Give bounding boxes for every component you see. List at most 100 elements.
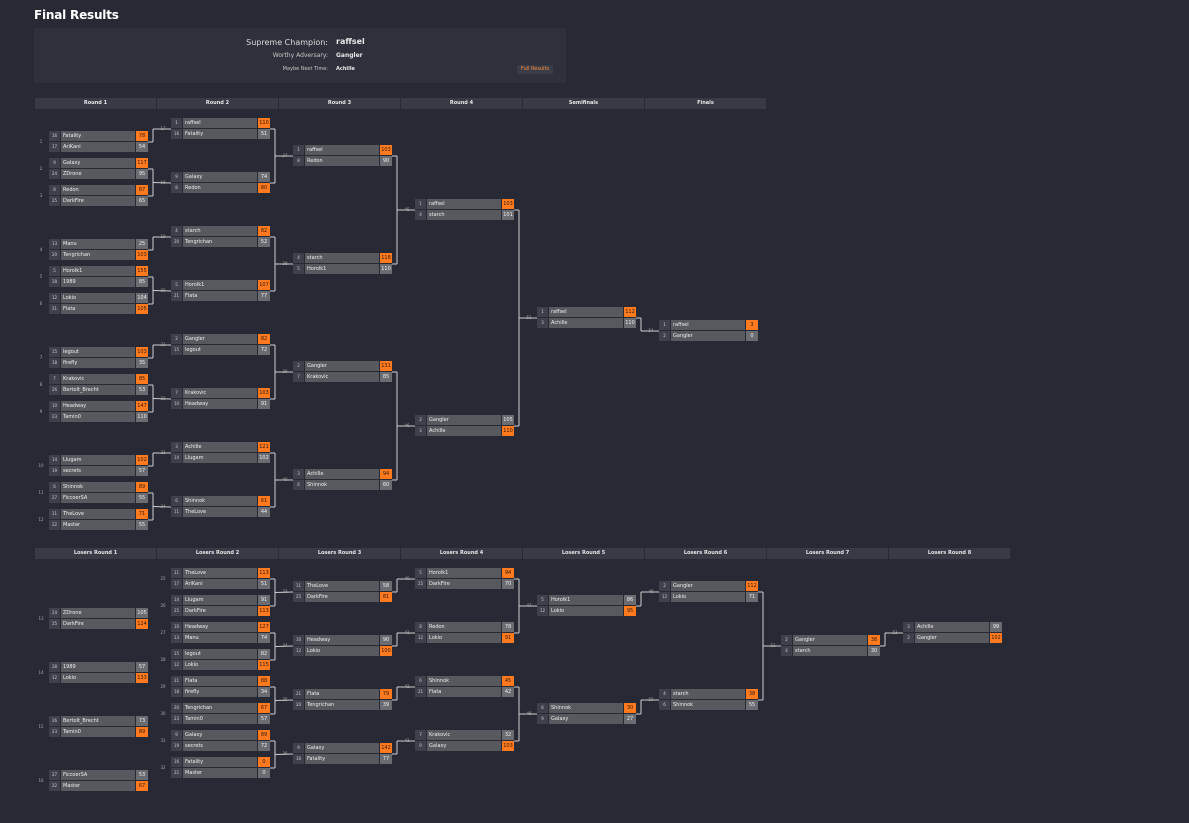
full-results-button[interactable]: Full Results [517,65,553,74]
